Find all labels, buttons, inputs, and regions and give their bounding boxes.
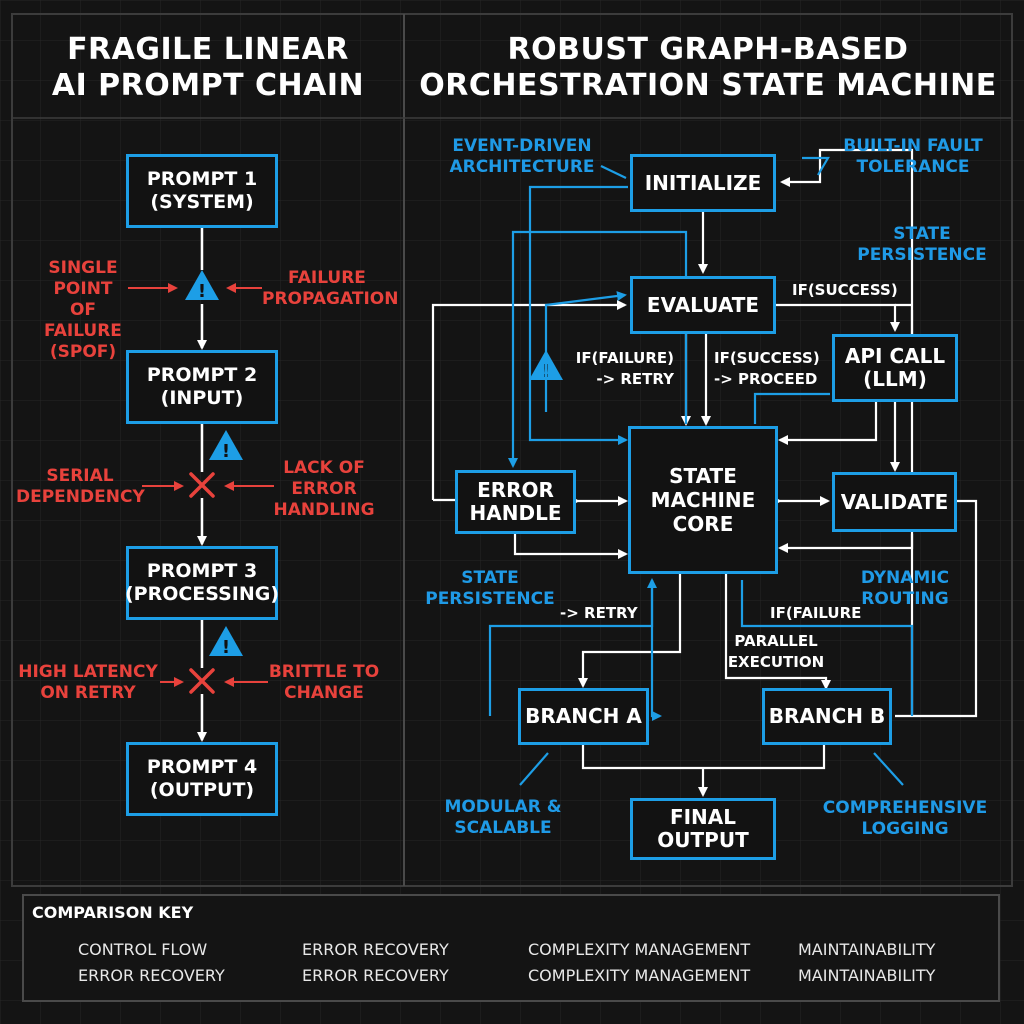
parallel-execution-label: PARALLEL EXECUTION [727,632,825,671]
api-call-node: API CALL (LLM) [832,334,958,402]
key-item: MAINTAINABILITY [798,940,936,959]
prompt-2-box: PROMPT 2 (INPUT) [126,350,278,424]
right-panel-title: ROBUST GRAPH-BASED ORCHESTRATION STATE M… [419,32,997,103]
if-success-proceed-label: IF(SUCCESS) -> PROCEED [714,349,820,388]
state-persistence-top-label: STATE PERSISTENCE [857,224,987,265]
key-item: COMPLEXITY MANAGEMENT [528,966,751,985]
if-failure-label: IF(FAILURE [770,604,862,622]
final-output-node: FINAL OUTPUT [630,798,776,860]
key-item: COMPLEXITY MANAGEMENT [528,940,751,959]
state-persistence-left-label: STATE PERSISTENCE [425,568,555,609]
warning-icon: ! [209,626,243,658]
initialize-node: INITIALIZE [630,154,776,212]
failure-pointer-arrows [128,283,274,687]
dynamic-routing-label: DYNAMIC ROUTING [860,568,950,609]
svg-text:!: ! [198,281,206,302]
modular-scalable-label: MODULAR & SCALABLE [444,797,562,838]
svg-text:!: ! [222,441,230,462]
key-item: ERROR RECOVERY [78,966,225,985]
event-driven-label: EVENT-DRIVEN ARCHITECTURE [449,136,595,177]
failure-propagation-label: FAILURE PROPAGATION [262,268,399,309]
key-item: MAINTAINABILITY [798,966,936,985]
if-success-label: IF(SUCCESS) [792,281,898,299]
validate-node: VALIDATE [832,472,957,532]
fault-tolerance-label: BUILT-IN FAULT TOLERANCE [843,136,983,177]
svg-text:!: ! [222,637,230,658]
serial-dependency-label: SERIAL DEPENDENCY [16,466,145,507]
lack-of-error-handling-label: LACK OF ERROR HANDLING [273,458,375,520]
evaluate-node: EVALUATE [630,276,776,334]
spof-label: SINGLE POINT OF FAILURE (SPOF) [44,258,122,362]
state-machine-core-node: STATE MACHINE CORE [628,426,778,574]
brittle-to-change-label: BRITTLE TO CHANGE [268,662,380,703]
break-x-icon [189,668,215,694]
if-failure-retry-label: IF(FAILURE) -> RETRY [575,349,674,388]
branch-b-node: BRANCH B [762,688,892,745]
warning-icon: ! [185,270,219,302]
key-item: CONTROL FLOW [78,940,208,959]
prompt-3-box: PROMPT 3 (PROCESSING) [125,546,279,620]
comprehensive-logging-label: COMPREHENSIVE LOGGING [822,798,988,839]
prompt-1-box: PROMPT 1 (SYSTEM) [126,154,278,228]
comparison-key-panel [22,894,1000,1002]
branch-a-node: BRANCH A [518,688,649,745]
warning-icon: ! [209,430,243,462]
comparison-key-title: COMPARISON KEY [32,903,194,922]
key-item: ERROR RECOVERY [302,940,449,959]
retry-label: -> RETRY [560,604,638,622]
high-latency-label: HIGH LATENCY ON RETRY [18,662,158,703]
key-item: ERROR RECOVERY [302,966,449,985]
break-x-icon [189,472,215,498]
prompt-4-box: PROMPT 4 (OUTPUT) [126,742,278,816]
error-handle-node: ERROR HANDLE [455,470,576,534]
state-machine-blue-arrows [488,156,914,786]
left-panel-title: FRAGILE LINEAR AI PROMPT CHAIN [51,32,365,103]
